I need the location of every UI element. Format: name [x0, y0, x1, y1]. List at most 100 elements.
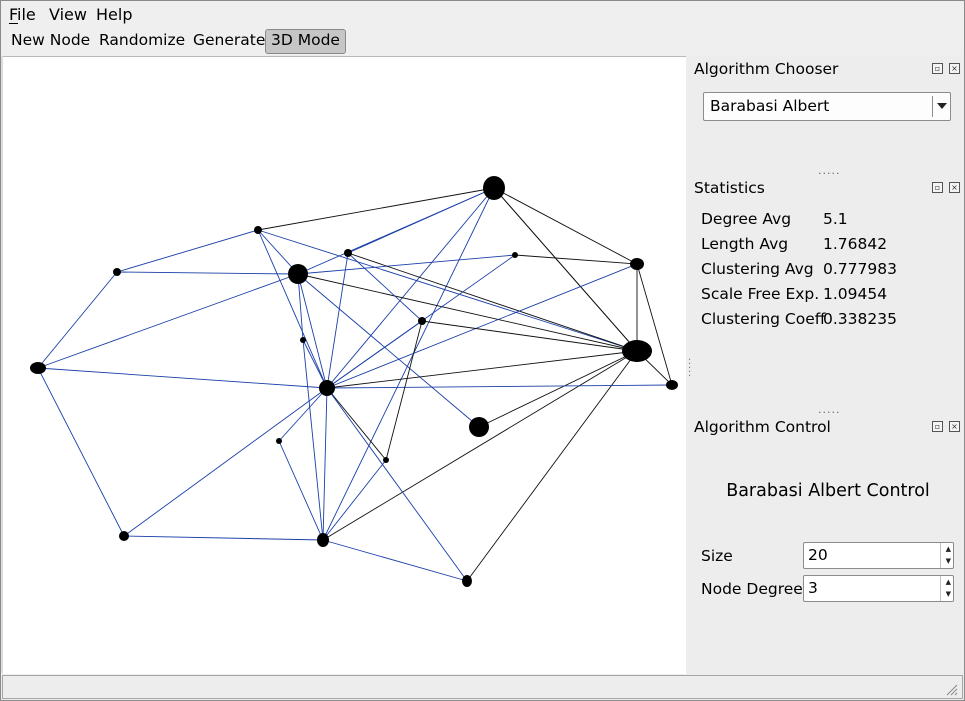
graph-nodes	[30, 176, 678, 587]
graph-node[interactable]	[418, 317, 426, 325]
graph-edge	[385, 320, 423, 461]
float-icon[interactable]: ▫	[932, 63, 943, 74]
graph-node[interactable]	[666, 380, 678, 390]
graph-node[interactable]	[319, 380, 335, 396]
spin-down-icon[interactable]: ▼	[945, 590, 951, 598]
float-icon[interactable]: ▫	[932, 182, 943, 193]
menu-file[interactable]: File	[9, 5, 36, 24]
graph-edge	[257, 187, 495, 231]
graph-node[interactable]	[30, 362, 46, 374]
panel-splitter[interactable]: .....	[688, 352, 692, 379]
new-node-button[interactable]: New Node	[11, 31, 91, 49]
generate-button[interactable]: Generate	[193, 31, 266, 49]
float-icon[interactable]: ▫	[932, 421, 943, 432]
graph-edge	[322, 539, 468, 582]
graph-edge	[493, 187, 638, 265]
chevron-down-icon	[937, 103, 947, 109]
menu-view[interactable]: View	[49, 5, 87, 24]
graph-edge	[297, 273, 480, 428]
graph-edge	[123, 387, 328, 537]
stat-label: Length Avg	[701, 235, 789, 253]
graph-node[interactable]	[383, 457, 389, 463]
graph-node[interactable]	[254, 226, 262, 234]
control-heading: Barabasi Albert Control	[726, 481, 930, 501]
graph-edge	[478, 350, 638, 428]
close-icon[interactable]: ×	[949, 63, 960, 74]
algorithm-select-value: Barabasi Albert	[710, 97, 830, 115]
graph-edge	[466, 350, 638, 582]
graph-node[interactable]	[483, 176, 505, 200]
graph-edge	[297, 273, 304, 341]
statistics-title: Statistics	[694, 179, 765, 197]
graph-edge	[123, 535, 324, 541]
stat-value: 1.76842	[823, 235, 888, 253]
menu-bar: File View Help	[0, 0, 965, 29]
resize-grip-icon[interactable]	[946, 684, 958, 696]
graph-edge	[326, 252, 349, 389]
graph-edge	[116, 229, 259, 273]
graph-edge	[322, 350, 638, 541]
select-separator	[932, 96, 933, 117]
close-icon[interactable]: ×	[949, 182, 960, 193]
graph-edges	[37, 187, 673, 582]
graph-node[interactable]	[300, 337, 306, 343]
dock-resize-handle[interactable]: .....	[818, 164, 841, 177]
graph-edge	[322, 387, 328, 541]
graph-edge	[37, 271, 118, 369]
spin-separator	[940, 543, 941, 568]
node-degree-spinbox[interactable]: 3 ▲ ▼	[803, 575, 954, 602]
graph-node[interactable]	[288, 264, 308, 284]
stat-label: Scale Free Exp.	[701, 285, 820, 303]
toolbar: New Node Randomize Generate 3D Mode	[0, 28, 965, 55]
graph-edge	[493, 187, 638, 352]
stat-value: 5.1	[823, 210, 848, 228]
algorithm-control-title: Algorithm Control	[694, 418, 831, 436]
size-value: 20	[808, 546, 828, 564]
graph-node[interactable]	[344, 249, 352, 257]
graph-view[interactable]	[3, 57, 686, 674]
graph-edge	[257, 229, 638, 352]
algorithm-chooser-title: Algorithm Chooser	[694, 60, 839, 78]
stat-label: Degree Avg	[701, 210, 792, 228]
graph-node[interactable]	[622, 340, 652, 362]
dock-resize-handle[interactable]: .....	[818, 403, 841, 416]
graph-edge	[302, 339, 324, 541]
randomize-button[interactable]: Randomize	[99, 31, 186, 49]
spin-down-icon[interactable]: ▼	[945, 557, 951, 565]
graph-edge	[326, 384, 673, 389]
size-label: Size	[701, 547, 733, 565]
graph-edge	[514, 254, 638, 265]
status-bar	[2, 675, 963, 699]
graph-edge	[297, 273, 328, 389]
graph-edge	[347, 187, 495, 254]
graph-edge	[347, 252, 638, 352]
graph-node[interactable]	[512, 252, 518, 258]
graph-edge	[322, 187, 495, 541]
graph-canvas[interactable]	[3, 56, 686, 674]
graph-edge	[116, 271, 299, 275]
graph-node[interactable]	[113, 268, 121, 276]
graph-node[interactable]	[317, 533, 329, 547]
graph-edge	[326, 387, 468, 582]
graph-edge	[37, 367, 125, 537]
graph-node[interactable]	[462, 575, 472, 587]
graph-edge	[37, 367, 328, 389]
size-spinbox[interactable]: 20 ▲ ▼	[803, 542, 954, 569]
menu-help[interactable]: Help	[96, 5, 133, 24]
3d-mode-toggle[interactable]: 3D Mode	[265, 29, 346, 54]
graph-node[interactable]	[276, 438, 282, 444]
graph-edge	[278, 387, 328, 442]
graph-edge	[326, 387, 387, 461]
graph-node[interactable]	[469, 417, 489, 437]
spin-up-icon[interactable]: ▲	[945, 578, 951, 586]
graph-edge	[322, 459, 387, 541]
close-icon[interactable]: ×	[949, 421, 960, 432]
spin-up-icon[interactable]: ▲	[945, 545, 951, 553]
graph-node[interactable]	[630, 258, 644, 270]
graph-edge	[326, 187, 495, 389]
graph-node[interactable]	[119, 531, 129, 541]
algorithm-select[interactable]: Barabasi Albert	[703, 92, 951, 121]
stat-value: 1.09454	[823, 285, 888, 303]
file-mnemonic-underline	[9, 23, 18, 24]
graph-edge	[302, 339, 328, 389]
